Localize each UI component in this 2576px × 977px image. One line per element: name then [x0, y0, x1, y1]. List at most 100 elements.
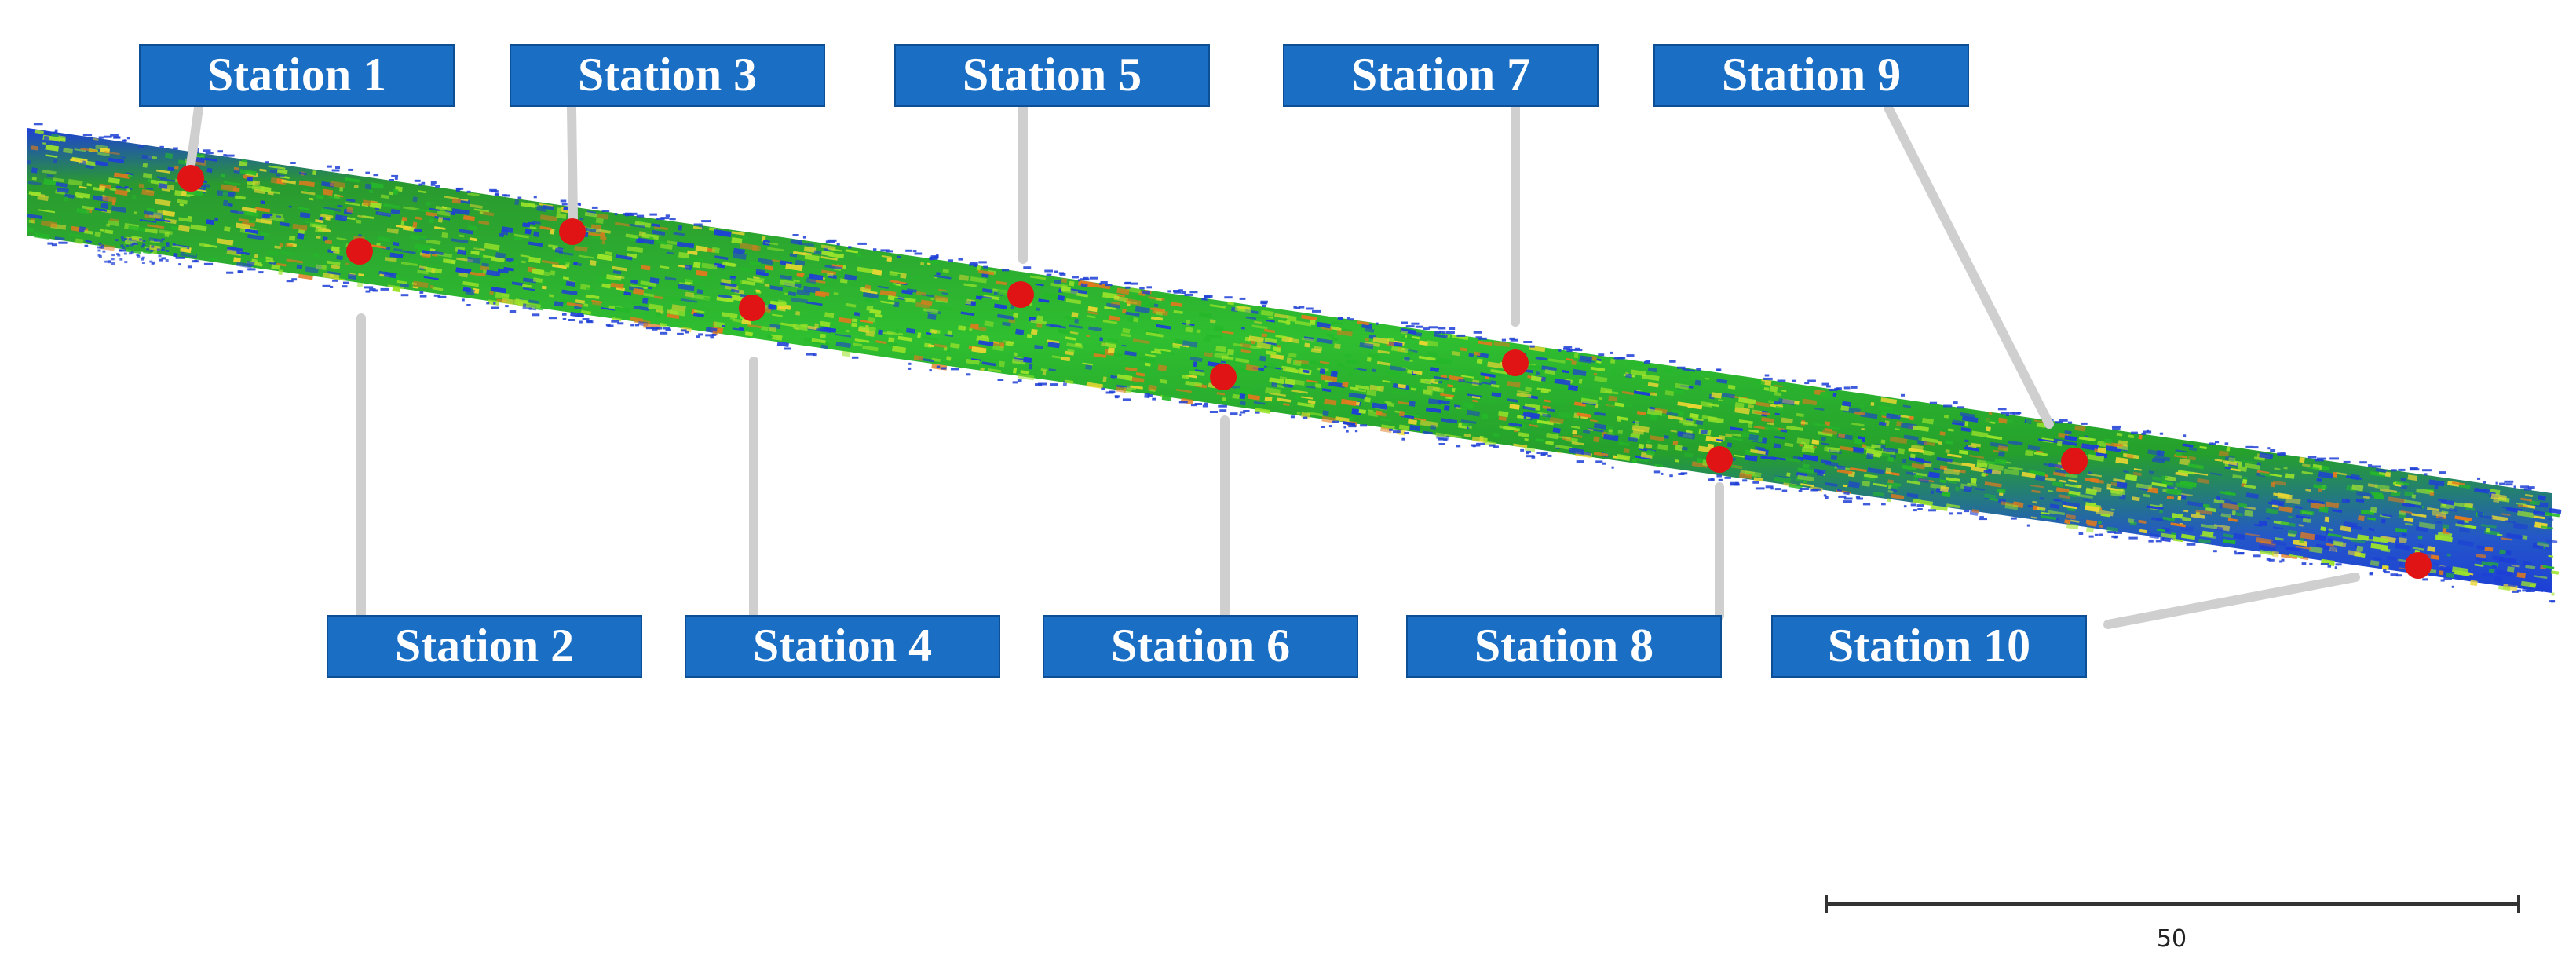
point-speckle — [467, 256, 481, 264]
point-speckle — [276, 169, 288, 174]
point-speckle — [1263, 328, 1276, 334]
point-speckle — [1185, 380, 1203, 387]
point-speckle — [1355, 384, 1370, 390]
point-fringe — [111, 258, 115, 261]
point-speckle — [1675, 459, 1679, 463]
point-speckle — [2183, 510, 2189, 513]
point-speckle — [362, 215, 374, 219]
point-speckle — [336, 255, 343, 261]
point-speckle — [2505, 520, 2516, 524]
point-speckle — [403, 206, 419, 211]
point-speckle — [473, 208, 490, 213]
point-speckle — [1423, 389, 1434, 396]
point-speckle — [886, 341, 897, 346]
point-speckle — [2427, 507, 2440, 512]
point-speckle — [1887, 485, 1892, 489]
point-speckle — [2523, 504, 2536, 509]
point-speckle — [1020, 370, 1029, 375]
point-speckle — [696, 289, 703, 295]
point-speckle — [1292, 360, 1302, 367]
point-speckle — [1814, 468, 1826, 474]
point-speckle — [1412, 370, 1423, 375]
point-speckle — [630, 284, 644, 289]
point-speckle — [2172, 538, 2183, 543]
point-speckle — [670, 309, 685, 317]
point-speckle — [2427, 546, 2436, 552]
point-speckle — [701, 262, 718, 270]
point-speckle — [53, 158, 57, 163]
point-speckle — [1452, 334, 1469, 341]
point-speckle — [513, 236, 522, 241]
point-fringe — [1083, 276, 1089, 280]
point-speckle — [725, 277, 743, 284]
point-speckle — [2284, 473, 2295, 479]
point-speckle — [1286, 357, 1292, 364]
point-speckle — [27, 214, 43, 219]
point-speckle — [2136, 483, 2153, 490]
point-speckle — [1557, 451, 1562, 454]
point-speckle — [400, 262, 418, 267]
point-speckle — [459, 229, 474, 235]
point-speckle — [2039, 496, 2044, 500]
point-fringe — [486, 302, 490, 305]
point-speckle — [412, 196, 418, 203]
point-fringe — [2026, 524, 2030, 527]
point-speckle — [2409, 504, 2423, 509]
point-speckle — [1150, 316, 1164, 321]
point-fringe — [1239, 413, 1242, 416]
point-fringe — [2266, 558, 2271, 561]
point-speckle — [239, 160, 248, 167]
point-speckle — [1572, 418, 1577, 422]
point-fringe — [1536, 452, 1541, 454]
point-speckle — [1300, 396, 1314, 400]
point-speckle — [254, 207, 271, 213]
point-fringe — [115, 239, 119, 242]
point-speckle — [703, 296, 714, 302]
point-fringe — [1735, 481, 1740, 485]
point-speckle — [1954, 486, 1960, 492]
point-fringe — [1510, 338, 1518, 342]
point-speckle — [1572, 430, 1577, 434]
point-speckle — [1529, 364, 1540, 369]
point-speckle — [1786, 425, 1804, 432]
point-fringe — [225, 154, 235, 157]
point-speckle — [1254, 408, 1271, 414]
point-fringe — [151, 245, 155, 248]
point-speckle — [1259, 355, 1266, 362]
point-speckle — [1438, 357, 1453, 365]
point-fringe — [108, 260, 111, 263]
point-speckle — [1185, 327, 1193, 333]
point-speckle — [2131, 496, 2140, 502]
point-speckle — [313, 253, 320, 258]
point-fringe — [2520, 485, 2529, 488]
point-speckle — [455, 267, 472, 274]
point-fringe — [2390, 573, 2399, 576]
point-speckle — [1087, 306, 1098, 313]
point-speckle — [522, 222, 531, 228]
point-fringe — [1122, 398, 1131, 401]
point-speckle — [1422, 430, 1433, 435]
point-speckle — [539, 214, 558, 222]
point-fringe — [2213, 550, 2217, 553]
point-speckle — [693, 309, 705, 313]
point-speckle — [75, 192, 90, 199]
point-speckle — [892, 346, 907, 353]
point-fringe — [364, 286, 374, 289]
point-speckle — [1684, 452, 1694, 458]
point-speckle — [747, 324, 762, 329]
point-speckle — [1842, 401, 1851, 407]
point-fringe — [97, 249, 101, 252]
point-speckle — [643, 287, 648, 290]
point-fringe — [1443, 438, 1448, 441]
point-speckle — [1405, 349, 1418, 353]
point-speckle — [2230, 467, 2242, 472]
point-speckle — [549, 294, 554, 298]
point-speckle — [1887, 456, 1895, 462]
point-fringe — [936, 254, 939, 257]
point-fringe — [2215, 441, 2220, 444]
point-speckle — [38, 209, 56, 214]
point-speckle — [2391, 536, 2399, 539]
point-speckle — [422, 250, 430, 254]
point-speckle — [1649, 435, 1664, 441]
point-speckle — [535, 307, 543, 311]
